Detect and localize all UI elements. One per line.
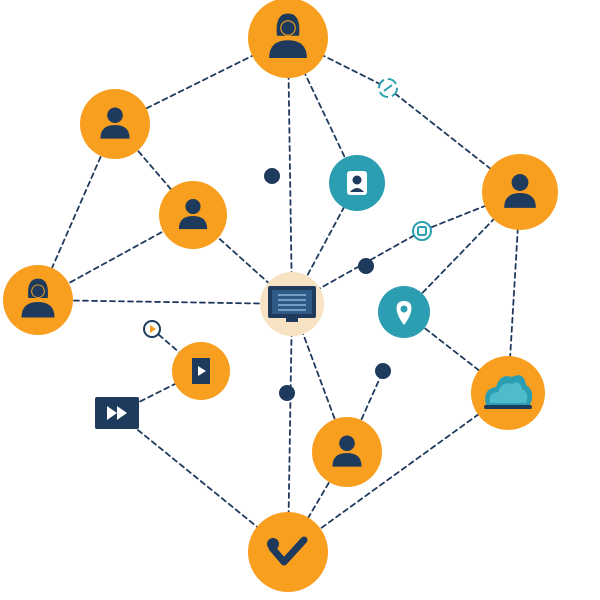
node-center-left-person <box>159 181 227 249</box>
node-dot-1 <box>264 168 280 184</box>
music-note-icon <box>192 358 210 384</box>
node-cloud-node <box>471 356 545 430</box>
node-upper-left-person <box>80 89 150 159</box>
edge-left-woman-hub-monitor <box>37 299 293 305</box>
edge-top-person-hub-monitor <box>287 37 293 305</box>
person-icon <box>504 174 536 208</box>
node-music-node <box>172 342 230 400</box>
node-teal-user <box>329 155 385 211</box>
checkmark-icon <box>267 536 308 566</box>
person-woman-icon <box>21 278 55 318</box>
node-bottom-person <box>312 417 382 487</box>
node-bottom-check <box>248 512 328 592</box>
dot-icon <box>264 168 280 184</box>
person-icon <box>178 198 208 230</box>
link-square-icon <box>412 221 432 241</box>
node-small-play <box>143 320 161 338</box>
person-icon <box>100 107 130 139</box>
node-small-sync <box>378 78 398 98</box>
edge-small-link-hub-monitor <box>291 230 423 305</box>
node-right-person <box>482 154 558 230</box>
dot-icon <box>375 363 391 379</box>
node-teal-location <box>378 286 430 338</box>
node-dot-3 <box>279 385 295 401</box>
node-dot-4 <box>375 363 391 379</box>
node-hub-monitor <box>260 272 324 336</box>
cloud-icon <box>484 375 533 409</box>
dot-icon <box>279 385 295 401</box>
video-play-icon <box>95 397 139 429</box>
sync-icon <box>378 78 398 98</box>
person-woman-icon <box>269 13 307 58</box>
play-icon <box>143 320 161 338</box>
node-video-box <box>95 397 139 429</box>
user-badge-icon <box>347 171 367 195</box>
edge-hub-monitor-bottom-check <box>287 303 293 553</box>
node-dot-2 <box>358 258 374 274</box>
location-pin-icon <box>396 301 412 325</box>
node-top-person <box>248 0 328 78</box>
monitor-icon <box>268 286 316 322</box>
nodes-layer <box>3 0 558 592</box>
edge-music-node-video-box <box>116 370 202 414</box>
dot-icon <box>358 258 374 274</box>
node-small-link <box>412 221 432 241</box>
person-icon <box>332 435 362 467</box>
node-left-woman <box>3 265 73 335</box>
edge-cloud-node-bottom-check <box>287 392 509 553</box>
